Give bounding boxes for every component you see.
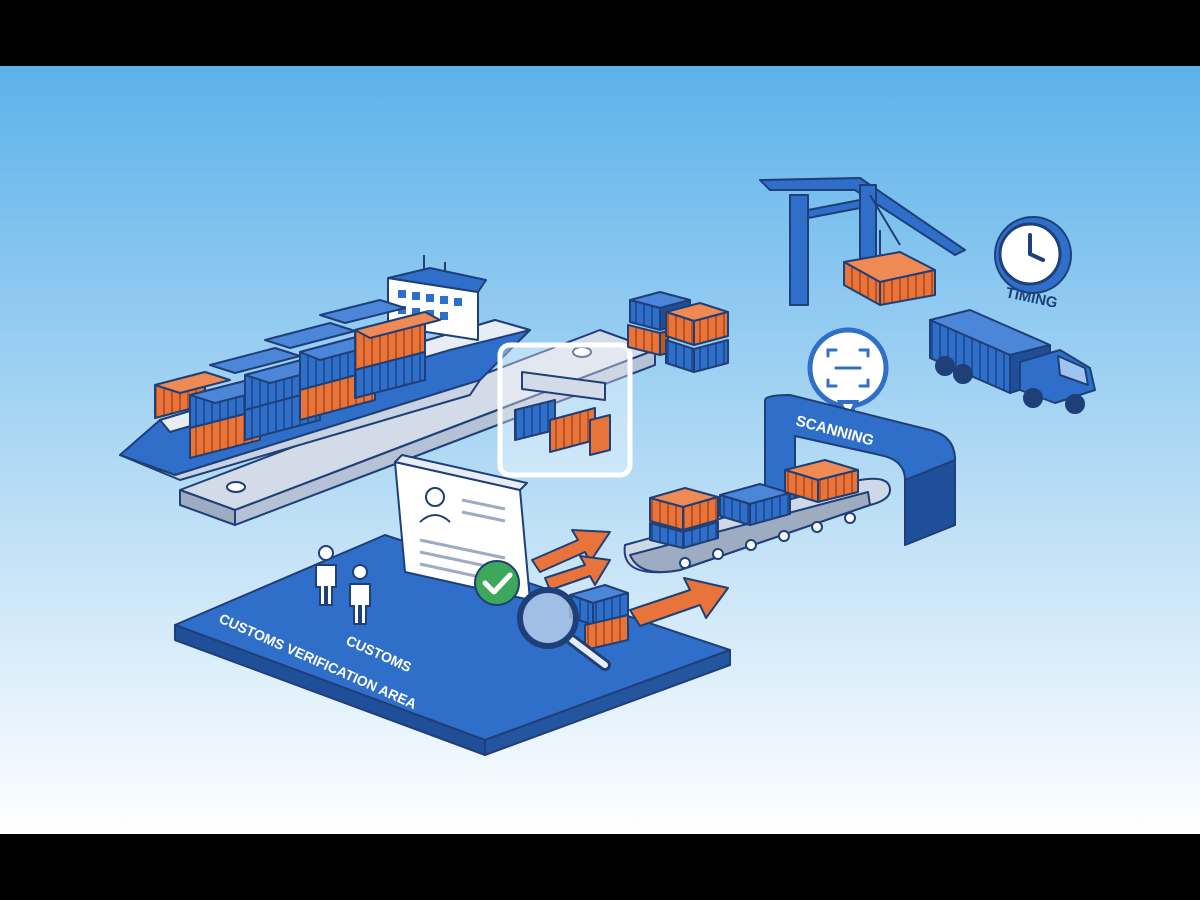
arrow-icon: [544, 555, 611, 591]
conveyor-icon: [623, 459, 891, 574]
letterbox-top: [0, 0, 1200, 66]
arrow-icon: [531, 529, 611, 573]
magnifier-icon: [517, 587, 611, 671]
customs-platform: [174, 534, 731, 756]
scanning-gate: [764, 394, 956, 546]
check-icon: [474, 560, 520, 606]
arrow-icon: [629, 577, 729, 627]
inspection-focus-frame: [497, 342, 633, 478]
person-icon: [315, 545, 337, 606]
clock-icon: [994, 216, 1072, 294]
container-stack: [627, 291, 729, 373]
person-icon: [349, 564, 371, 625]
letterbox-bottom: [0, 834, 1200, 900]
truck-icon: [929, 309, 1096, 414]
scan-icon: [807, 327, 889, 425]
crane-icon: [759, 177, 966, 306]
cargo-ship-icon: [119, 255, 531, 481]
